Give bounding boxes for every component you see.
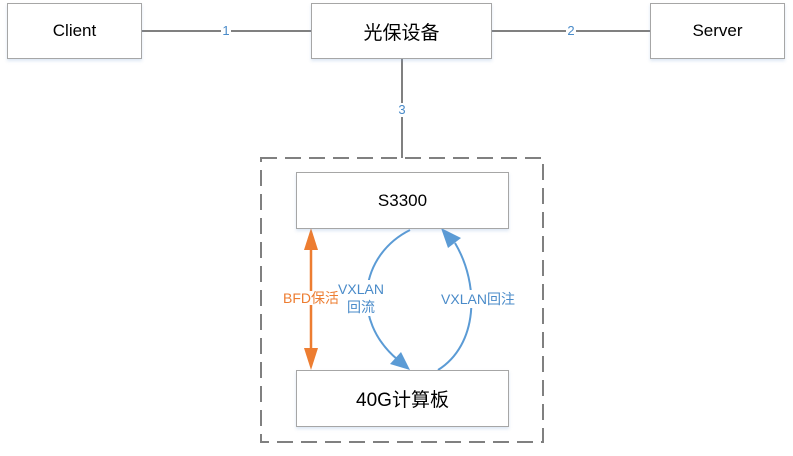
s3300-node[interactable]: S3300: [296, 172, 509, 229]
bfd-keepalive-label: BFD保活: [282, 290, 340, 306]
link-label-3: 3: [397, 102, 407, 117]
link-label-2: 2: [566, 23, 576, 38]
bfd-arrow-head-down: [304, 348, 318, 370]
server-label: Server: [692, 21, 743, 40]
s3300-label: S3300: [377, 190, 428, 210]
optical-device-node[interactable]: 光保设备: [311, 3, 492, 59]
vxlan-return-label: VXLAN 回流: [338, 280, 384, 316]
server-node[interactable]: Server: [650, 3, 785, 59]
vxlan-inject-arrow: [437, 242, 473, 371]
vxlan-inject-label: VXLAN回注: [439, 290, 517, 308]
vxlan-return-label-line2: 回流: [347, 299, 375, 315]
client-label: Client: [52, 21, 97, 40]
vxlan-inject-arrow-head: [441, 228, 461, 248]
compute-board-label: 40G计算板: [356, 390, 449, 411]
vxlan-return-label-line1: VXLAN: [338, 281, 384, 297]
client-node[interactable]: Client: [7, 3, 142, 59]
bfd-arrow-head-up: [304, 228, 318, 250]
link-label-1: 1: [221, 23, 231, 38]
vxlan-return-arrow-head: [390, 352, 410, 370]
optical-device-label: 光保设备: [363, 22, 440, 44]
device-group-boundary: [260, 157, 544, 443]
compute-board-node[interactable]: 40G计算板: [296, 370, 509, 427]
